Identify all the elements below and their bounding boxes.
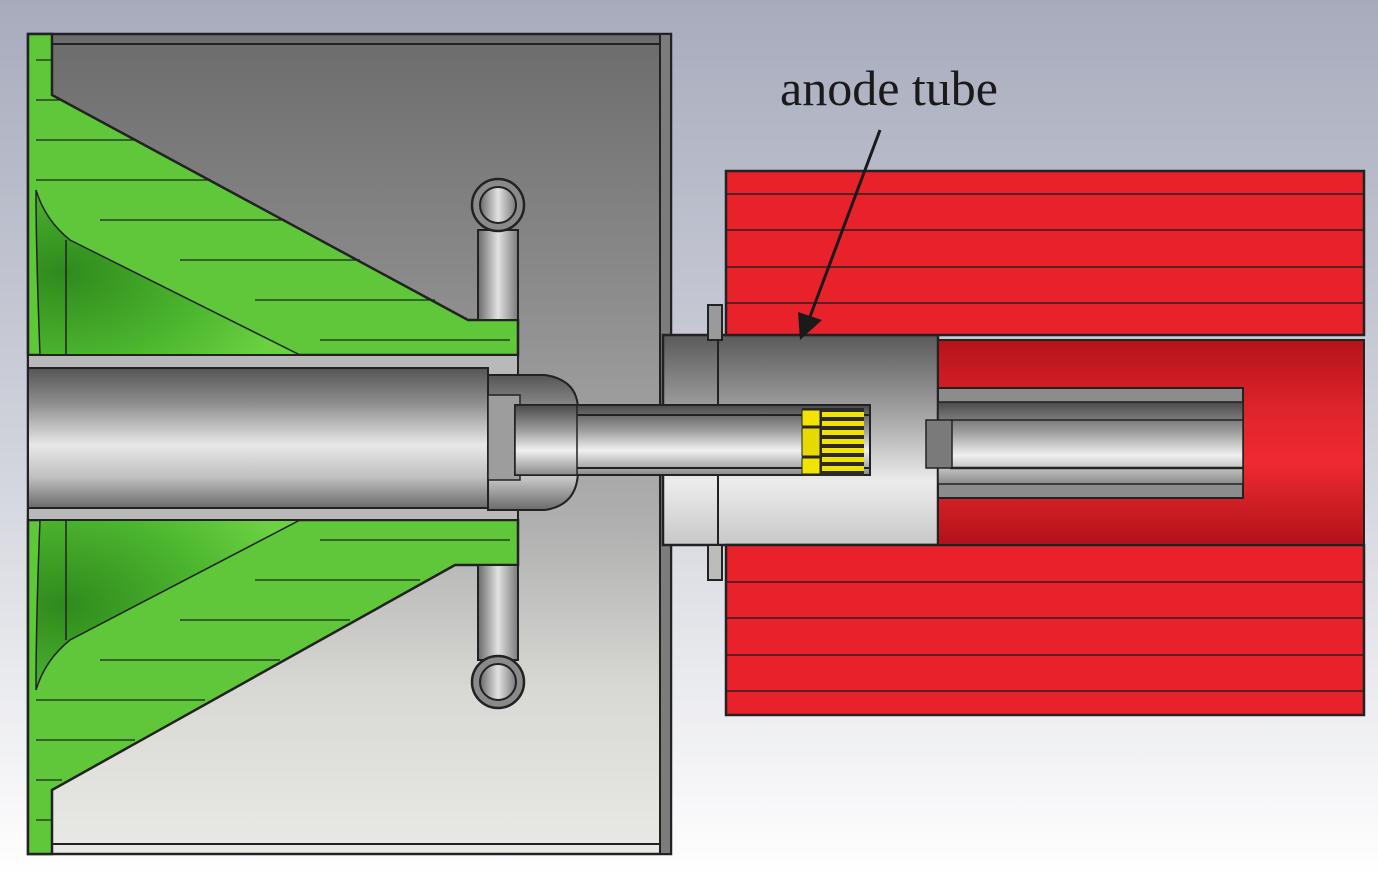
cathode-cylinder: [27, 354, 519, 521]
insulator-lower: [26, 518, 520, 856]
coolant-pipe-upper: [470, 177, 526, 321]
anode-tube-callout: anode tube: [780, 60, 998, 340]
callout-arrowhead: [798, 312, 822, 340]
magnet-core: [925, 339, 1365, 546]
magnet-lower: [724, 543, 1366, 717]
yellow-coil: [801, 408, 864, 476]
callout-arrow-line: [806, 129, 882, 323]
anode-tube-label: anode tube: [780, 60, 998, 116]
magnet-upper: [724, 169, 1366, 337]
coolant-pipe-lower: [470, 564, 526, 710]
